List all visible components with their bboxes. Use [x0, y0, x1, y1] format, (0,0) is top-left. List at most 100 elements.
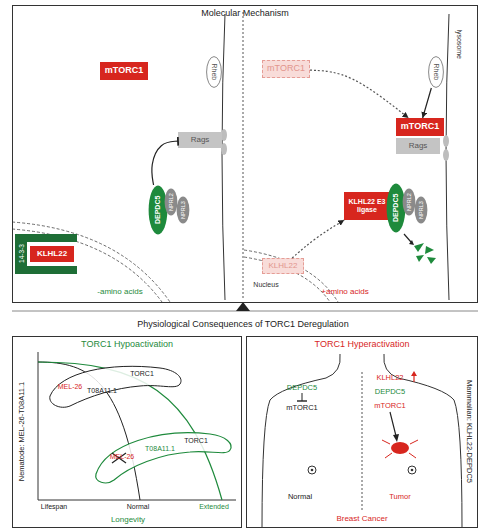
node-text-holder: KLHL22 E3 ligase [344, 198, 390, 213]
text-label: MEL-26 [53, 383, 87, 391]
text-label: TORC1 [127, 370, 157, 378]
node-text-holder: NPRL3 [414, 196, 428, 224]
activation-connector [310, 70, 409, 118]
node-text-holder: Molecular Mechanism [13, 9, 477, 19]
node-text-holder: Rags [189, 136, 212, 145]
section-frame: Molecular MechanismmTORC1RhebRagsDEPDC5N… [12, 5, 478, 303]
node-label: NPRL3 [180, 201, 186, 219]
node-label: Rheb [432, 64, 440, 81]
oval-shape [207, 57, 222, 88]
nuclear-envelope [244, 257, 330, 302]
complex-box: mTORC1 [396, 118, 444, 136]
bracket-shape [15, 234, 77, 274]
node-text-holder: Rheb [428, 56, 444, 88]
ligase-box: KLHL22 E3 ligase [344, 192, 390, 220]
text-label: TORC1 [181, 437, 211, 445]
text-label: lysosome [455, 20, 463, 70]
increase-arrowhead [411, 371, 417, 376]
node-label: Rheb [210, 64, 218, 81]
panel-heading: TORC1 Hypoactivation [81, 340, 173, 350]
gtpase-box: Rags [178, 132, 222, 148]
node-label: 14-3-3 [17, 245, 24, 264]
oval-shape [403, 189, 416, 216]
degraded-fragment [414, 243, 424, 252]
worm-outline [96, 433, 231, 483]
nipple [408, 466, 416, 474]
oval-shape [177, 197, 190, 224]
text-label: Extended [194, 503, 234, 511]
protein-box: KLHL22 [30, 246, 74, 262]
degraded-fragment [416, 255, 424, 262]
text-label: T08A11.1 [140, 445, 180, 453]
text-label: Normal [280, 492, 320, 501]
nipple [308, 466, 316, 474]
oval-shape [165, 189, 178, 216]
nuclear-envelope [12, 229, 162, 302]
panel-heading: TORC1 Hyperactivation [315, 340, 410, 350]
text-label: mTORC1 [282, 403, 322, 412]
text-label: MEL-26 [105, 453, 139, 461]
rag-anchor [443, 135, 449, 147]
tumor-mass [391, 442, 409, 454]
tumor-spread [382, 440, 418, 458]
inactive-protein-box: KLHL22 [262, 258, 304, 274]
activation-connector [292, 220, 344, 258]
text-label: Mammalian: KLHL22-DEPDC5 [465, 357, 474, 507]
text-label: Normal [120, 503, 156, 511]
inhibition-bar [297, 400, 307, 401]
node-label: DEPDC5 [392, 194, 400, 222]
node-text-holder: KLHL22 [267, 262, 300, 271]
worm-outline [50, 366, 181, 407]
node-text-holder: DEPDC5 [148, 185, 168, 235]
node-label: KLHL22 [269, 262, 298, 271]
degraded-fragment [425, 246, 434, 254]
text-label: Nematode: MEL-26-T08A11.1 [17, 357, 26, 507]
gtpase-box: Rags [396, 138, 440, 154]
protein-oval: DEPDC5 [148, 185, 168, 235]
nipple-center [311, 469, 314, 472]
degradation-arrow [404, 234, 411, 242]
node-label: Rags [191, 136, 210, 145]
node-text-holder: 14-3-3 [15, 234, 27, 274]
adaptor-bracket: 14-3-3 KLHL22 [15, 234, 77, 274]
node-label: mTORC1 [267, 64, 305, 74]
body-midline [362, 372, 363, 510]
activation-arrowhead [393, 434, 399, 442]
inhibition-connector [152, 141, 178, 185]
text-label: DEPDC5 [370, 387, 410, 396]
text-label: Lifespan [34, 503, 74, 511]
extended-survival-curve [38, 362, 222, 500]
panel-divider [243, 12, 244, 300]
text-label: +amino acids [310, 287, 380, 297]
node-text-holder: KLHL22 [35, 250, 69, 259]
node-text-holder: NPRL2 [402, 188, 416, 216]
text-label: T08A11.1 [82, 387, 122, 395]
text-label: DEPDC5 [282, 383, 322, 392]
lysosome-membrane [222, 14, 225, 300]
gtpase-oval: Rheb [206, 56, 222, 88]
complex-box: mTORC1 [100, 62, 148, 80]
text-label: KLHL22 [370, 373, 410, 382]
node-text-holder: mTORC1 [399, 122, 441, 132]
node-label: KLHL22 [37, 250, 67, 259]
node-text-holder: TORC1 Hypoactivation [13, 340, 241, 350]
protein-oval: NPRL2 [402, 188, 416, 216]
node-text-holder: NPRL2 [164, 188, 178, 216]
node-label: Rags [409, 142, 428, 151]
node-label: KLHL22 E3 ligase [346, 198, 388, 213]
section-frame: TORC1 Hyperactivation [246, 336, 478, 528]
oval-shape [415, 197, 428, 224]
oval-shape [387, 184, 406, 233]
gtpase-oval: Rheb [428, 56, 444, 88]
nipple-center [411, 469, 414, 472]
torso-outline [262, 354, 340, 528]
node-label: mTORC1 [401, 122, 439, 132]
nuclear-envelope [12, 222, 170, 302]
text-label: Tumor [380, 492, 420, 501]
node-text-holder: DEPDC5 [386, 183, 406, 233]
node-text-holder: mTORC1 [265, 64, 307, 74]
node-text-holder: Rags [407, 142, 430, 151]
protein-oval: NPRL2 [164, 188, 178, 216]
